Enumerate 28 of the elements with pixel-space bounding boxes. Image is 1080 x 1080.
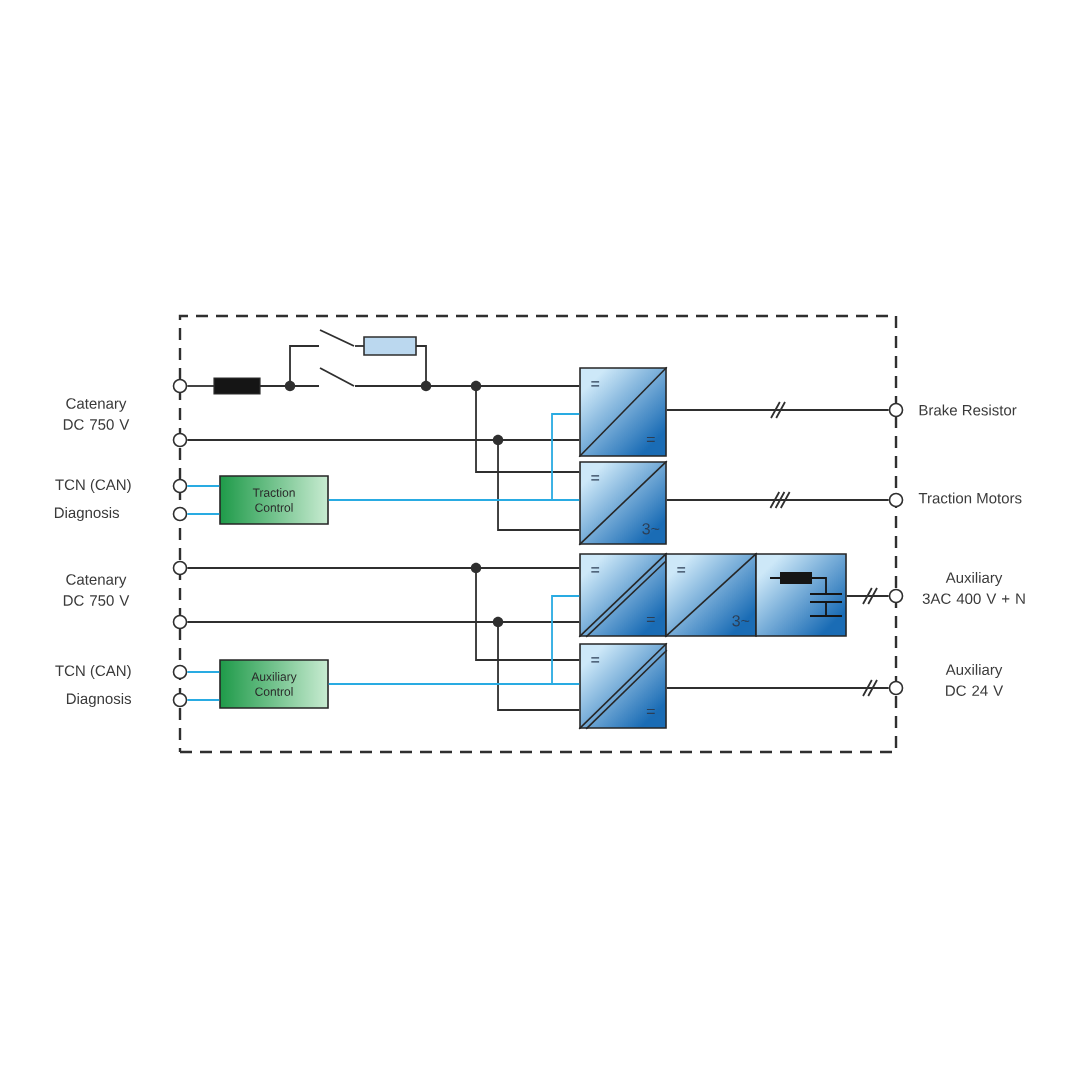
converter-box: = = <box>578 366 668 458</box>
wire <box>845 595 890 597</box>
wire <box>186 439 581 531</box>
wire <box>186 485 221 487</box>
wire <box>354 345 581 473</box>
wire <box>186 671 221 673</box>
wire <box>186 567 581 661</box>
wire <box>186 621 581 711</box>
switch-symbol <box>319 329 355 347</box>
wire <box>186 699 221 701</box>
resistor-symbol <box>363 336 417 356</box>
inductor-symbol <box>213 377 261 395</box>
wire <box>327 595 581 685</box>
filter-box <box>755 553 847 637</box>
wire <box>665 499 890 501</box>
converter-box: = = <box>578 642 668 730</box>
wire <box>327 413 581 501</box>
converter-box: = 3~ <box>664 552 758 638</box>
wire <box>665 409 890 411</box>
dashed-frame <box>178 314 898 754</box>
wire <box>186 385 215 387</box>
wire <box>665 687 890 689</box>
wire <box>259 345 320 387</box>
converter-box: = 3~ <box>578 460 668 546</box>
wire <box>354 345 365 347</box>
switch-symbol <box>319 367 355 387</box>
wire <box>186 513 221 515</box>
converter-box: = = <box>578 552 668 638</box>
